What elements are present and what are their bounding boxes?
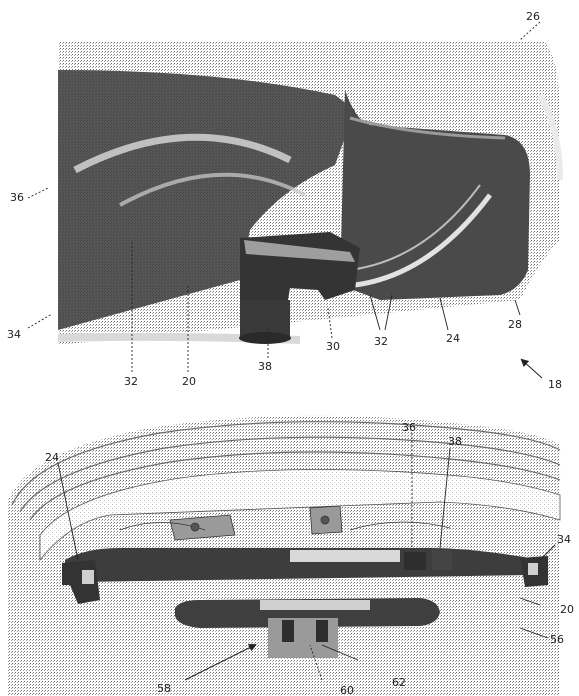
latch-part-38 xyxy=(432,550,452,570)
left-clip-tab xyxy=(82,570,94,584)
ref-label-60: 60 xyxy=(340,684,354,696)
arrow-58 xyxy=(184,644,257,681)
ring-highlight-inner xyxy=(119,172,306,207)
right-clip-tab xyxy=(528,563,538,575)
ref-label-56: 56 xyxy=(550,633,564,646)
ref-label-34-bottom: 34 xyxy=(557,533,571,546)
ref-label-58: 58 xyxy=(157,682,171,695)
post-foot xyxy=(240,300,290,340)
latch-arm-face xyxy=(349,116,506,140)
spring-band-inner xyxy=(349,184,481,271)
ref-label-24: 24 xyxy=(446,332,460,345)
ref-label-36-bottom: 36 xyxy=(402,421,416,434)
ref-label-38: 38 xyxy=(258,360,272,373)
ref-label-34: 34 xyxy=(7,328,21,341)
ref-label-20: 20 xyxy=(182,375,196,388)
link-mechanism xyxy=(119,505,451,541)
ref-label-28: 28 xyxy=(508,318,522,331)
ref-label-20-bottom: 20 xyxy=(560,603,574,616)
ring-highlight-outer xyxy=(73,133,292,174)
bottom-leader-lines xyxy=(57,433,556,661)
bottom-section-figure: 36 38 24 34 20 56 58 60 62 xyxy=(8,415,574,696)
post-foot-base xyxy=(239,332,291,344)
lower-slider xyxy=(175,598,440,628)
ref-label-24-bottom: 24 xyxy=(45,451,59,464)
view-arrow-18 xyxy=(520,358,543,379)
bolt-left xyxy=(282,620,294,642)
top-perspective-figure: 26 36 34 32 20 38 30 32 24 28 18 xyxy=(7,10,563,391)
housing-right-highlight xyxy=(537,93,563,181)
center-bar-window xyxy=(290,550,400,562)
ref-label-26: 26 xyxy=(526,10,540,23)
spring-band xyxy=(354,193,492,288)
inner-ring-face xyxy=(39,469,561,562)
ref-label-36: 36 xyxy=(10,191,24,204)
ref-label-38-bottom: 38 xyxy=(448,435,462,448)
flange-curves xyxy=(11,421,561,521)
ref-label-18: 18 xyxy=(548,378,562,391)
pivot-block-top xyxy=(244,240,355,262)
bolt-right xyxy=(316,620,328,642)
ref-label-62: 62 xyxy=(392,676,406,689)
latch-part-36 xyxy=(404,552,426,570)
ring-body xyxy=(58,70,355,330)
latch-arm xyxy=(340,90,530,300)
top-leader-lines xyxy=(27,21,541,372)
lower-slider-highlight xyxy=(260,600,370,610)
ref-label-32-left: 32 xyxy=(124,375,138,388)
ref-label-32-right: 32 xyxy=(374,335,388,348)
ref-label-30: 30 xyxy=(326,340,340,353)
